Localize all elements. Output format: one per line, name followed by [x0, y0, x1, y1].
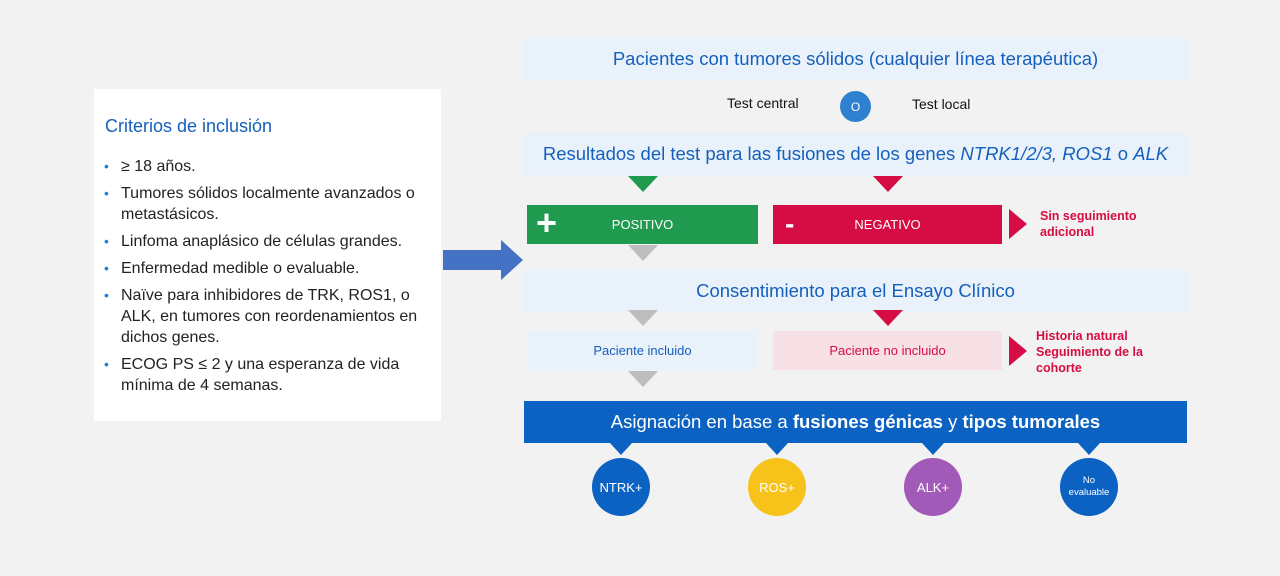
criteria-item-text: Enfermedad medible o evaluable.	[121, 260, 360, 277]
down-triangle-icon	[628, 310, 658, 326]
alk-group-circle: ALK+	[904, 458, 962, 516]
or-circle: O	[840, 91, 871, 122]
right-triangle-icon	[1009, 209, 1027, 239]
test-central-label: Test central	[727, 95, 799, 111]
criteria-item: • ≥ 18 años.	[103, 156, 429, 177]
natural-history-note: Historia natural Seguimiento de la cohor…	[1036, 328, 1143, 376]
criteria-item-text: ECOG PS ≤ 2 y una esperanza de vida míni…	[121, 356, 400, 394]
ntrk-group-circle: NTRK+	[592, 458, 650, 516]
criteria-item: • Linfoma anaplásico de células grandes.	[103, 231, 429, 252]
assign-bold-2: tipos tumorales	[962, 411, 1101, 432]
ros-label: ROS+	[759, 479, 795, 495]
bullet-icon: •	[104, 260, 109, 276]
results-genes: NTRK1/2/3, ROS1	[960, 143, 1113, 164]
assign-bold-1: fusiones génicas	[792, 411, 943, 432]
positive-box: + POSITIVO	[527, 202, 758, 244]
bullet-icon: •	[104, 158, 109, 174]
consent-label: Consentimiento para el Ensayo Clínico	[696, 280, 1015, 301]
no-followup-line: Sin seguimiento	[1040, 209, 1137, 223]
down-triangle-icon	[766, 443, 788, 455]
not-evaluable-label: No evaluable	[1069, 475, 1110, 499]
not-evaluable-line: evaluable	[1068, 487, 1110, 498]
included-box: Paciente incluido	[528, 331, 757, 370]
down-triangle-icon	[873, 176, 903, 192]
consent-band: Consentimiento para el Ensayo Clínico	[524, 270, 1187, 312]
down-triangle-icon	[628, 245, 658, 261]
not-evaluable-line: No	[1082, 475, 1096, 486]
criteria-item: • Enfermedad medible o evaluable.	[103, 258, 429, 279]
natural-history-line: cohorte	[1036, 361, 1082, 375]
test-local-label: Test local	[912, 96, 971, 112]
criteria-title: Criterios de inclusión	[105, 116, 273, 136]
negative-box: - NEGATIVO	[773, 205, 1002, 244]
bullet-icon: •	[104, 185, 109, 201]
down-triangle-icon	[1078, 443, 1100, 455]
assign-prefix: Asignación en base a	[610, 411, 793, 432]
down-triangle-icon	[873, 310, 903, 326]
criteria-item: • ECOG PS ≤ 2 y una esperanza de vida mín…	[103, 354, 429, 396]
assignment-band: Asignación en base a fusiones génicas y …	[524, 401, 1187, 443]
included-label: Paciente incluido	[593, 343, 692, 358]
no-followup-note: Sin seguimiento adicional	[1040, 208, 1137, 240]
not-included-label: Paciente no incluido	[829, 343, 946, 358]
bullet-icon: •	[104, 356, 109, 372]
down-triangle-icon	[628, 371, 658, 387]
plus-icon: +	[536, 202, 558, 243]
criteria-item-text: ≥ 18 años.	[121, 158, 196, 175]
assign-mid: y	[942, 411, 963, 432]
criteria-item-text: Tumores sólidos localmente avanzados o m…	[121, 185, 415, 223]
results-band: Resultados del test para las fusiones de…	[524, 133, 1187, 175]
down-triangle-icon	[610, 443, 632, 455]
arrow-right-icon	[443, 240, 523, 280]
not-evaluable-group-circle: No evaluable	[1060, 458, 1118, 516]
negative-label: NEGATIVO	[854, 217, 921, 232]
natural-history-line: Historia natural	[1036, 329, 1128, 343]
criteria-item-text: Linfoma anaplásico de células grandes.	[121, 233, 403, 250]
bullet-icon: •	[104, 233, 109, 249]
no-followup-line: adicional	[1040, 225, 1095, 239]
criteria-list: • ≥ 18 años. • Tumores sólidos localmente …	[103, 156, 429, 402]
positive-label: POSITIVO	[611, 217, 674, 232]
down-triangle-icon	[922, 443, 944, 455]
natural-history-line: Seguimiento de la	[1036, 345, 1143, 359]
ntrk-label: NTRK+	[599, 479, 643, 495]
bullet-icon: •	[104, 287, 109, 303]
criteria-item-text: Naïve para inhibidores de TRK, ROS1, o A…	[121, 287, 418, 346]
ros-group-circle: ROS+	[748, 458, 806, 516]
patients-label: Pacientes con tumores sólidos (cualquier…	[612, 48, 1099, 69]
patients-band: Pacientes con tumores sólidos (cualquier…	[524, 38, 1187, 80]
alk-label: ALK+	[916, 479, 950, 495]
right-triangle-icon	[1009, 336, 1027, 366]
not-included-box: Paciente no incluido	[773, 331, 1002, 370]
criteria-panel: Criterios de inclusión • ≥ 18 años. • Tumo…	[94, 89, 441, 421]
results-or: o	[1112, 143, 1134, 164]
minus-icon: -	[785, 208, 795, 239]
results-prefix: Resultados del test para las fusiones de…	[542, 143, 956, 164]
criteria-item: • Tumores sólidos localmente avanzados o …	[103, 183, 429, 225]
down-triangle-icon	[628, 176, 658, 192]
results-last-gene: ALK	[1133, 143, 1169, 164]
criteria-item: • Naïve para inhibidores de TRK, ROS1, o …	[103, 285, 429, 348]
